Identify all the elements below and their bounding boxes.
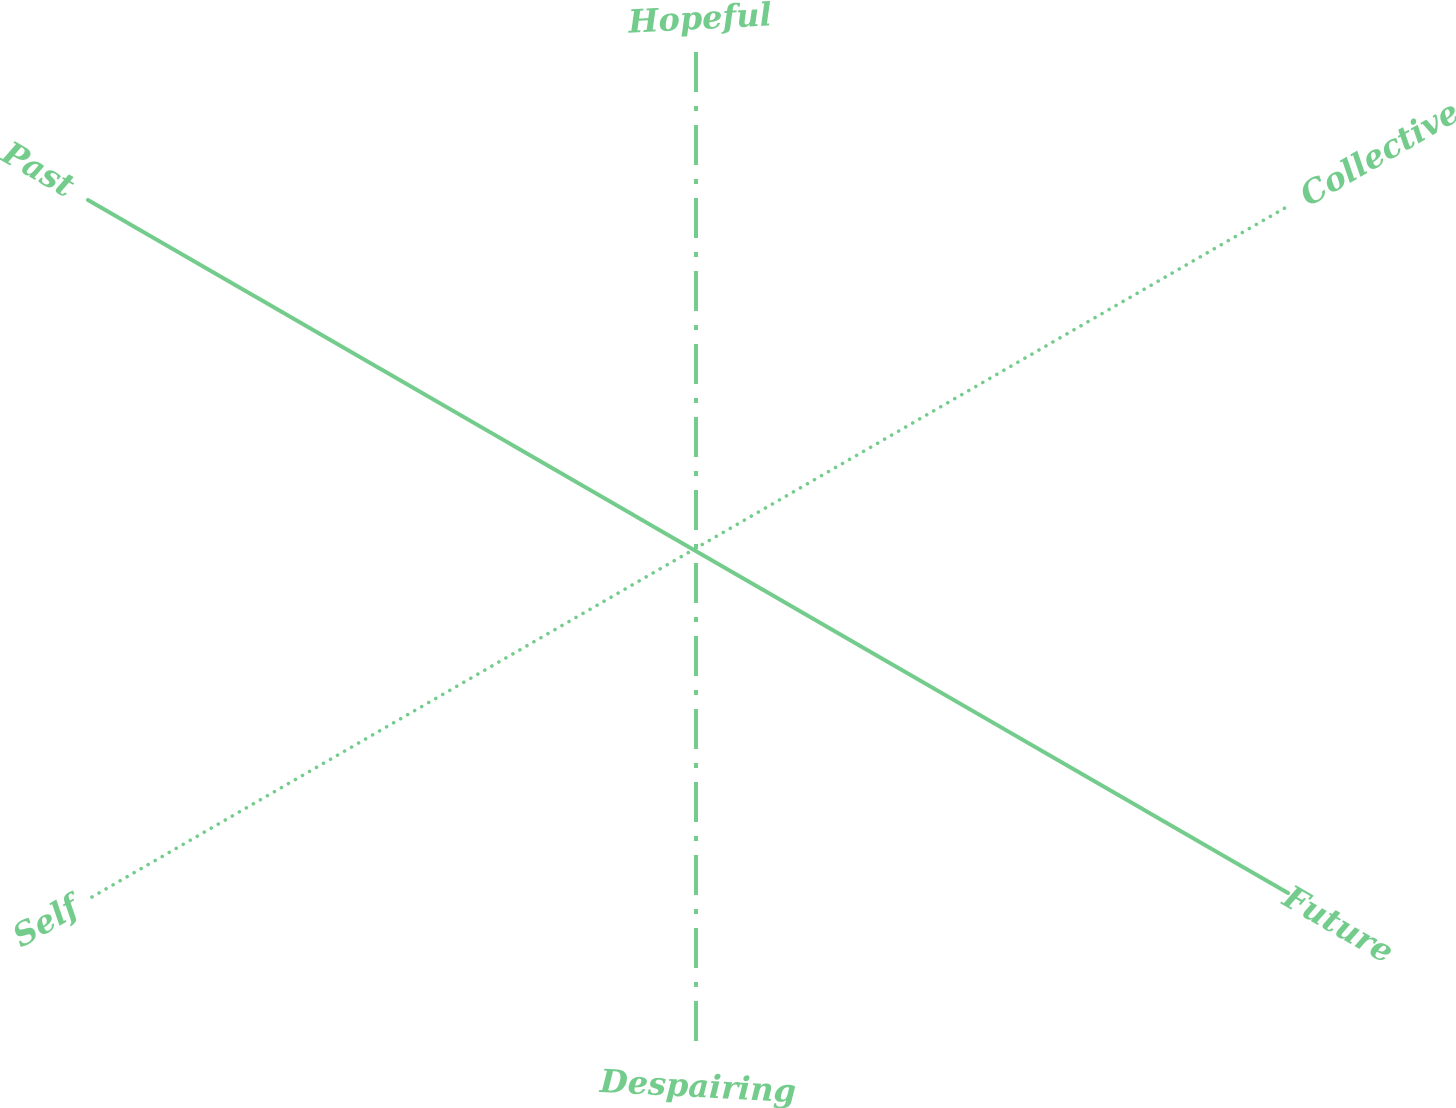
despairing-label: Despairing — [598, 1062, 797, 1108]
past-future-axis-line — [86, 198, 1290, 895]
future-label: Future — [1276, 877, 1400, 971]
hopeful-label: Hopeful — [626, 0, 772, 41]
collective-label: Collective — [1293, 92, 1456, 213]
self-collective-axis-line — [90, 203, 1292, 899]
self-label: Self — [6, 885, 90, 955]
past-label: Past — [0, 133, 81, 205]
